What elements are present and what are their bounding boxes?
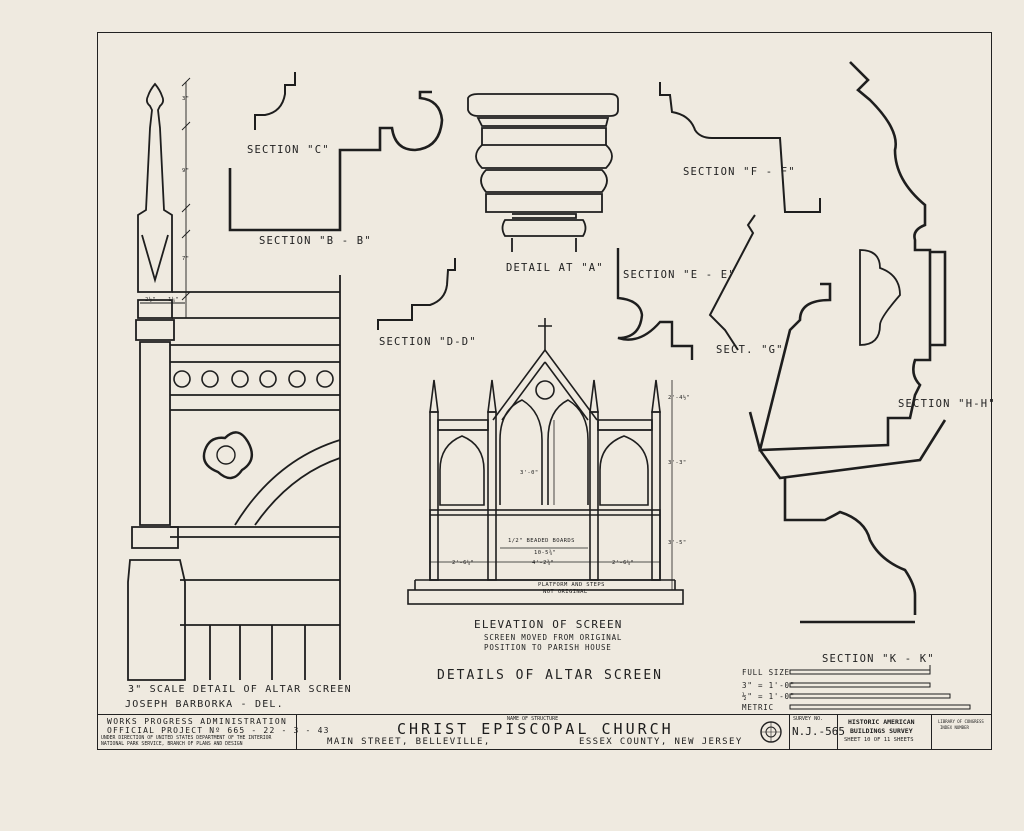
scale-detail-dimensions [140, 77, 191, 318]
agency-line2: OFFICIAL PROJECT Nº 665 - 22 - 3 - 43 [107, 726, 330, 735]
label-section-g: SECT. "G" [716, 344, 784, 356]
label-section-kk: SECTION "K - K" [822, 653, 935, 665]
scale-detail-drawing [127, 82, 341, 681]
label-section-c: SECTION "C" [247, 144, 330, 156]
section-ff-profile [659, 82, 821, 213]
scale-dim-3: 2½" [145, 297, 157, 303]
scale-label-metric: METRIC [742, 703, 774, 712]
elevation-note-line1: SCREEN MOVED FROM ORIGINAL [484, 633, 623, 642]
sheet-border [97, 32, 992, 750]
delineator-credit: JOSEPH BARBORKA - DEL. [125, 699, 284, 710]
scale-bars-graphic [789, 665, 971, 710]
label-section-ff: SECTION "F - F" [683, 166, 796, 178]
label-section-dd: SECTION "D-D" [379, 336, 477, 348]
label-section-hh: SECTION "H-H" [898, 398, 996, 410]
elevation-note-line2: POSITION TO PARISH HOUSE [484, 643, 612, 652]
elevation-dim-left: 2'-6¼" [452, 560, 475, 566]
title-block: WORKS PROGRESS ADMINISTRATION OFFICIAL P… [97, 714, 992, 750]
name-of-structure-label: NAME OF STRUCTURE [507, 716, 559, 722]
habs-seal-icon [760, 721, 782, 743]
agency-cell: WORKS PROGRESS ADMINISTRATION OFFICIAL P… [97, 715, 328, 749]
detail-a-drawing [467, 93, 619, 252]
elevation-dim-side-height: 3'-3" [668, 460, 687, 466]
scale-dim-5: 7" [182, 256, 190, 262]
elevation-dim-right: 2'-6¼" [612, 560, 635, 566]
beaded-boards-note: 1/2" BEADED BOARDS [508, 538, 575, 544]
section-hh-kk-profile [748, 61, 947, 624]
platform-note-line2: NOT ORIGINAL [543, 589, 588, 595]
elevation-dim-arch-height: 3'-0" [520, 470, 539, 476]
scale-dim-2: 9" [182, 168, 190, 174]
survey-label: SURVEY NO. [793, 716, 824, 722]
habs-cell: HISTORIC AMERICAN BUILDINGS SURVEY SHEET… [838, 715, 932, 749]
section-g-profile [708, 214, 756, 351]
scale-label-half-inch: ½" = 1'-0" [742, 692, 796, 701]
structure-county: ESSEX COUNTY, NEW JERSEY [579, 737, 743, 747]
section-ee-profile [616, 248, 694, 360]
scale-detail-title: 3" SCALE DETAIL OF ALTAR SCREEN [128, 684, 352, 695]
section-bb-profile [228, 90, 444, 232]
elevation-dim-pinnacle: 2'-4½" [668, 395, 691, 401]
habs-line2: BUILDINGS SURVEY [850, 727, 913, 735]
elevation-dim-overall: 10-5¾" [534, 550, 557, 556]
loc-line1: LIBRARY OF CONGRESS [938, 719, 984, 724]
label-section-bb: SECTION "B - B" [259, 235, 372, 247]
structure-name: CHRIST EPISCOPAL CHURCH [397, 720, 674, 738]
agency-line1: WORKS PROGRESS ADMINISTRATION [107, 717, 288, 726]
label-section-ee: SECTION "E - E" [623, 269, 736, 281]
survey-number: N.J.-565 [792, 725, 845, 738]
structure-cell: NAME OF STRUCTURE CHRIST EPISCOPAL CHURC… [297, 715, 790, 749]
platform-note-line1: PLATFORM AND STEPS [538, 582, 605, 588]
structure-address: MAIN STREET, BELLEVILLE, [327, 737, 491, 747]
elevation-dim-base-height: 3'-5" [668, 540, 687, 546]
scale-label-full: FULL SIZE [742, 668, 790, 677]
label-detail-a: DETAIL AT "A" [506, 262, 604, 274]
agency-line4: NATIONAL PARK SERVICE, BRANCH OF PLANS A… [101, 742, 243, 747]
survey-cell: SURVEY NO. N.J.-565 [790, 715, 845, 749]
habs-line1: HISTORIC AMERICAN [848, 718, 915, 726]
elevation-screen-drawing [407, 318, 684, 605]
agency-line3: UNDER DIRECTION OF UNITED STATES DEPARTM… [101, 736, 272, 741]
elevation-dim-center: 4'-2¾" [532, 560, 555, 566]
scale-dim-1: 3" [182, 96, 190, 102]
section-c-profile [254, 72, 296, 130]
sheet-number: SHEET 10 OF 11 SHEETS [844, 737, 914, 743]
scale-label-3in: 3" = 1'-0" [742, 681, 796, 690]
drawing-main-title: DETAILS OF ALTAR SCREEN [437, 668, 664, 683]
loc-cell: LIBRARY OF CONGRESS INDEX NUMBER [932, 715, 990, 749]
section-dd-profile [377, 258, 456, 330]
scale-dim-4: 1¼" [168, 297, 180, 303]
elevation-title: ELEVATION OF SCREEN [474, 618, 623, 631]
loc-line2: INDEX NUMBER [940, 725, 969, 730]
